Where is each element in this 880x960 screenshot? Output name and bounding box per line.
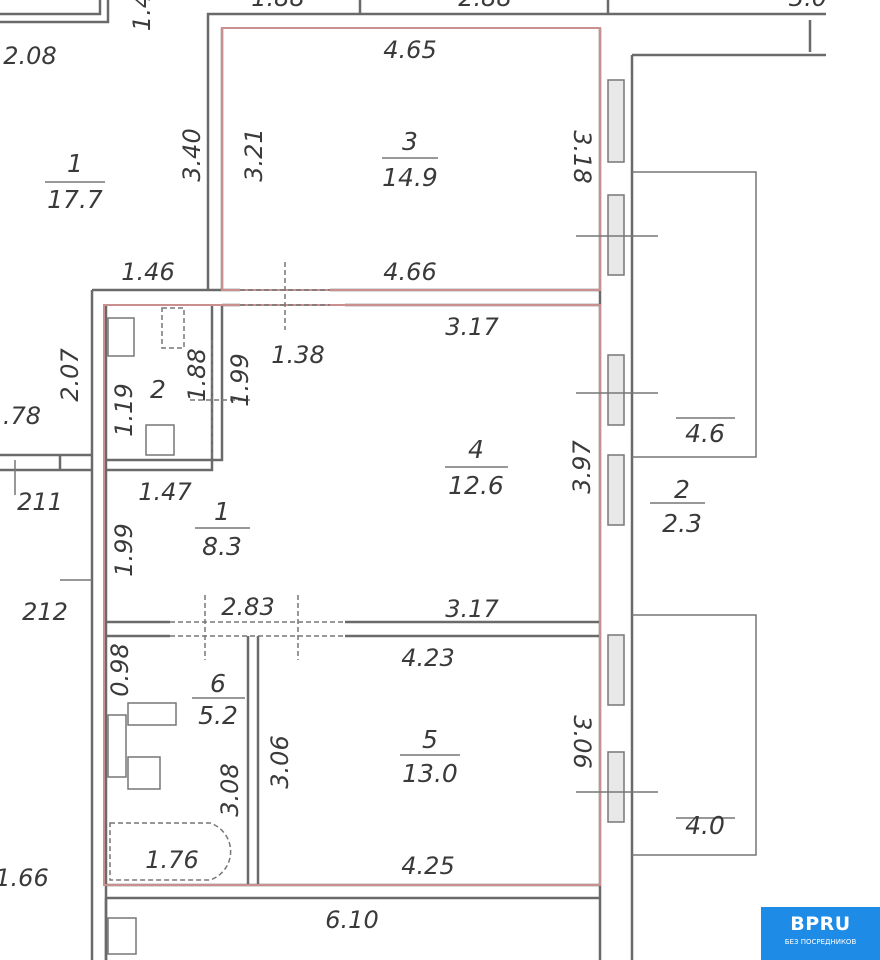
dimension-label: 1.4 (128, 0, 156, 31)
dimension-label: 4.23 (401, 644, 454, 672)
dimension-label: 1.88 (251, 0, 304, 12)
dimension-label: 0.98 (106, 643, 134, 696)
area-fraction-lines (45, 157, 735, 819)
dimension-label: 3.21 (240, 128, 268, 181)
room-area: 8.3 (202, 532, 242, 561)
sink-icon (107, 317, 135, 357)
dimension-label: 1.99 (226, 353, 254, 406)
balcony-area: 4.6 (685, 419, 725, 448)
dimension-label: 3.0 (789, 0, 827, 12)
dimension-label: 2.88 (458, 0, 511, 12)
dimension-labels: 2.08 1.4 1.88 2.88 3.0 4.65 3.40 3.21 3.… (0, 0, 827, 934)
dimension-label: 1.38 (271, 341, 324, 369)
dimension-label: 1.19 (110, 383, 138, 436)
dimension-label: 2.83 (221, 593, 274, 621)
dimension-label: 3.17 (445, 595, 499, 623)
fixtures (107, 307, 232, 955)
room-area: 2.3 (662, 509, 702, 538)
balcony-area: 4.0 (685, 811, 725, 840)
toilet-icon (145, 424, 175, 456)
room-number: 5 (422, 725, 438, 754)
dimension-label: 2.08 (3, 42, 56, 70)
room-outlines (103, 27, 601, 886)
cabinet-icon (107, 714, 127, 778)
dimension-label: 1.88 (183, 348, 211, 401)
washer-icon (161, 307, 185, 349)
dimension-label: 4.25 (401, 852, 454, 880)
balconies (632, 171, 757, 856)
dimension-label: 1.46 (121, 258, 174, 286)
dimension-label: 2.07 (56, 348, 84, 402)
windows (576, 79, 658, 823)
dimension-label: 1.76 (145, 846, 198, 874)
room-area: 14.9 (382, 163, 438, 192)
bathtub-icon (109, 822, 232, 881)
toilet-icon (127, 756, 161, 790)
room-labels: 1 17.7 3 14.9 2 1 8.3 4 12.6 2 2.3 5 13.… (47, 127, 725, 840)
bpru-logo[interactable]: BPRU БЕЗ ПОСРЕДНИКОВ (761, 907, 880, 960)
room-number: 2 (150, 375, 166, 404)
dimension-label: 212 (22, 598, 68, 626)
toilet-icon (107, 917, 137, 955)
dimension-label: 6.10 (325, 906, 378, 934)
dimension-label: 3.18 (568, 130, 596, 183)
room-number: 2 (674, 475, 690, 504)
dimension-label: .78 (3, 402, 41, 430)
logo-brand: BPRU (790, 913, 851, 935)
room-number: 1 (67, 149, 83, 178)
dimension-label: 3.97 (568, 440, 596, 494)
dimension-label: 3.40 (178, 128, 206, 181)
logo-tagline: БЕЗ ПОСРЕДНИКОВ (784, 938, 857, 946)
dimension-label: 1.99 (110, 523, 138, 576)
dimension-label: 3.17 (445, 313, 499, 341)
doors (170, 262, 345, 660)
washbasin-icon (127, 702, 177, 726)
room-area: 5.2 (198, 701, 238, 730)
room-area: 12.6 (448, 471, 504, 500)
dimension-label: 211 (17, 488, 63, 516)
dimension-label: 1.66 (0, 864, 49, 892)
dimension-label: 3.06 (266, 735, 294, 788)
room-area: 17.7 (47, 185, 103, 214)
dimension-label: 4.66 (383, 258, 436, 286)
room-number: 3 (402, 127, 418, 156)
room-area: 13.0 (402, 759, 458, 788)
dimension-label: 4.65 (383, 36, 436, 64)
room-number: 6 (210, 669, 226, 698)
dimension-label: 3.06 (568, 715, 596, 768)
room-number: 1 (214, 497, 230, 526)
dimension-label: 3.08 (216, 763, 244, 816)
room-number: 4 (468, 435, 484, 464)
dimension-label: 1.47 (138, 478, 192, 506)
